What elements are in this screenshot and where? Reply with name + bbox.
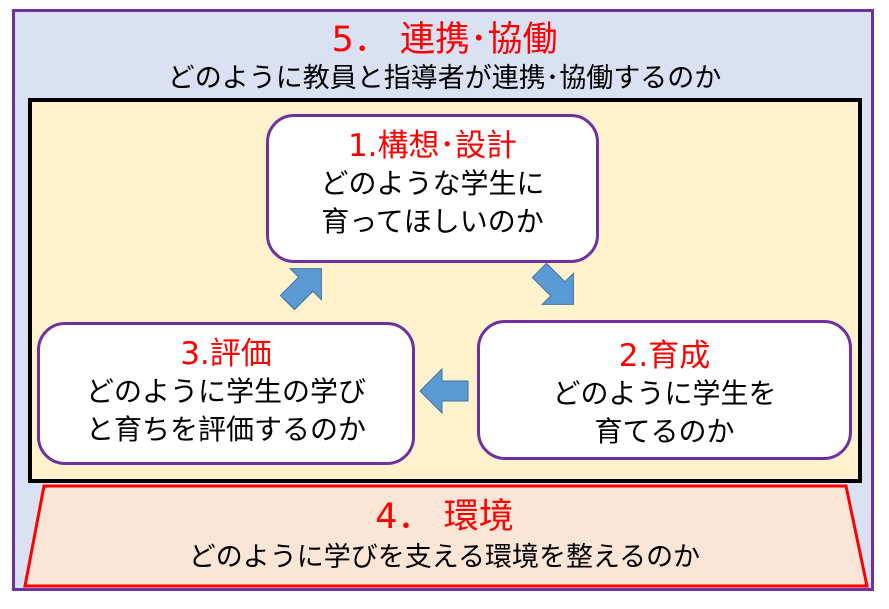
environment-heading: 4． 環境 xyxy=(375,497,514,537)
development-heading: 2.育成 xyxy=(618,338,711,374)
arrow-left-icon xyxy=(419,367,469,415)
evaluation-line-1: どのように学生の学び xyxy=(85,375,366,408)
design-heading: 1.構想･設計 xyxy=(347,128,518,164)
arrow-down-right-icon xyxy=(531,262,574,305)
design-line-1: どのような学生に xyxy=(320,167,545,200)
evaluation-line-2: と育ちを評価するのか xyxy=(85,413,366,446)
arrow-up-right-icon xyxy=(279,268,322,311)
environment-question: どのように学びを支える環境を整えるのか xyxy=(188,542,701,573)
development-box: 2.育成 どのように学生を 育てるのか xyxy=(477,320,852,460)
evaluation-box: 3.評価 どのように学生の学び と育ちを評価するのか xyxy=(37,322,415,465)
collaboration-heading: 5． 連携･協働 xyxy=(331,20,558,60)
evaluation-heading: 3.評価 xyxy=(180,336,272,372)
development-line-1: どのように学生を xyxy=(552,377,777,410)
design-line-2: 育ってほしいのか xyxy=(321,205,544,238)
design-box: 1.構想･設計 どのような学生に 育ってほしいのか xyxy=(266,114,599,263)
development-line-2: 育てるのか xyxy=(594,415,735,448)
collaboration-question: どのように教員と指導者が連携･協働するのか xyxy=(167,63,722,94)
